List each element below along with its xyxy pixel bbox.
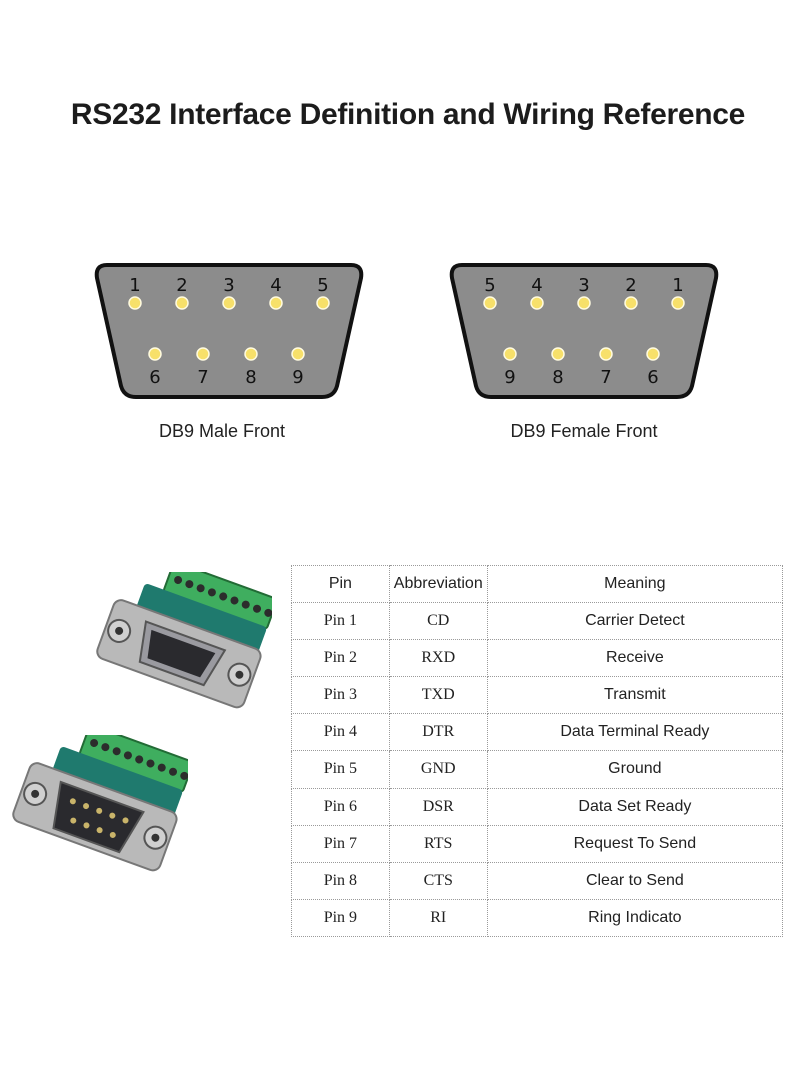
male-pin-4 [269,296,283,310]
meaning-cell: Request To Send [486,824,784,863]
pin-cell: Pin 5 [291,750,390,789]
table-row: Pin 6 DSR Data Set Ready [291,787,784,826]
abbreviation-cell: DSR [388,787,488,826]
male-pin-3 [222,296,236,310]
male-pin-8 [244,347,258,361]
female-pin-label-7: 7 [600,367,611,388]
male-pin-label-2: 2 [176,275,187,296]
female-pin-9 [503,347,517,361]
table-row: Pin 2 RXD Receive [291,639,784,678]
table-row: Pin 4 DTR Data Terminal Ready [291,713,784,752]
male-pin-6 [148,347,162,361]
pin-cell: Pin 8 [291,861,390,900]
connector-body [94,263,364,399]
meaning-cell: Clear to Send [486,861,784,900]
pin-cell: Pin 2 [291,639,390,678]
female-pin-2 [624,296,638,310]
abbreviation-cell: GND [388,750,488,789]
male-pin-label-4: 4 [270,275,281,296]
pin-cell: Pin 1 [291,601,390,641]
female-pin-label-9: 9 [504,367,515,388]
db9-male-diagram: 1 2 3 4 5 6 7 8 9 [93,262,365,402]
abbreviation-cell: CD [388,601,488,641]
female-pin-6 [646,347,660,361]
meaning-cell: Ring Indicato [486,898,784,938]
male-pin-label-7: 7 [197,367,208,388]
pin-definition-table: Pin Abbreviation Meaning Pin 1 CD Carrie… [291,565,784,938]
meaning-cell: Transmit [486,676,784,715]
male-pin-label-6: 6 [149,367,160,388]
female-pin-label-5: 5 [484,275,495,296]
abbreviation-cell: RXD [388,639,488,678]
db9-male-adapter-image [12,735,188,872]
table-row: Pin 3 TXD Transmit [291,676,784,715]
male-pin-7 [196,347,210,361]
header-pin: Pin [291,565,390,603]
female-pin-8 [551,347,565,361]
meaning-cell: Carrier Detect [486,601,784,641]
abbreviation-cell: TXD [388,676,488,715]
connector-body [449,263,719,399]
pin-cell: Pin 7 [291,824,390,863]
meaning-cell: Data Terminal Ready [486,713,784,752]
male-pin-1 [128,296,142,310]
female-pin-7 [599,347,613,361]
female-pin-label-2: 2 [625,275,636,296]
male-pin-9 [291,347,305,361]
table-header-row: Pin Abbreviation Meaning [291,565,784,603]
db9-male-shape: 1 2 3 4 5 6 7 8 9 [94,263,364,399]
female-pin-label-6: 6 [647,367,658,388]
table-row: Pin 5 GND Ground [291,750,784,789]
male-pin-label-1: 1 [129,275,140,296]
db9-female-diagram: 5 4 3 2 1 9 8 7 6 [448,262,720,402]
table-row: Pin 1 CD Carrier Detect [291,601,784,641]
pin-cell: Pin 9 [291,898,390,938]
db9-female-shape: 5 4 3 2 1 9 8 7 6 [449,263,719,399]
page-title: RS232 Interface Definition and Wiring Re… [70,98,746,131]
pin-cell: Pin 6 [291,787,390,826]
abbreviation-cell: DTR [388,713,488,752]
pin-cell: Pin 4 [291,713,390,752]
male-pin-5 [316,296,330,310]
female-pin-1 [671,296,685,310]
male-pin-2 [175,296,189,310]
female-pin-5 [483,296,497,310]
female-pin-label-8: 8 [552,367,563,388]
table-row: Pin 8 CTS Clear to Send [291,861,784,900]
male-pin-label-3: 3 [223,275,234,296]
db9-female-caption: DB9 Female Front [510,421,658,441]
female-pin-label-1: 1 [672,275,683,296]
table-row: Pin 7 RTS Request To Send [291,824,784,863]
male-pin-label-8: 8 [245,367,256,388]
abbreviation-cell: RI [388,898,488,938]
female-pin-3 [577,296,591,310]
header-meaning: Meaning [486,565,784,603]
male-pin-label-9: 9 [292,367,303,388]
pin-cell: Pin 3 [291,676,390,715]
abbreviation-cell: CTS [388,861,488,900]
meaning-cell: Receive [486,639,784,678]
male-pin-label-5: 5 [317,275,328,296]
meaning-cell: Ground [486,750,784,789]
female-pin-label-3: 3 [578,275,589,296]
table-row: Pin 9 RI Ring Indicato [291,898,784,938]
female-pin-label-4: 4 [531,275,542,296]
db9-male-caption: DB9 Male Front [158,421,286,441]
meaning-cell: Data Set Ready [486,787,784,826]
db9-female-adapter-image [96,572,272,709]
header-abbreviation: Abbreviation [388,565,488,603]
abbreviation-cell: RTS [388,824,488,863]
female-pin-4 [530,296,544,310]
